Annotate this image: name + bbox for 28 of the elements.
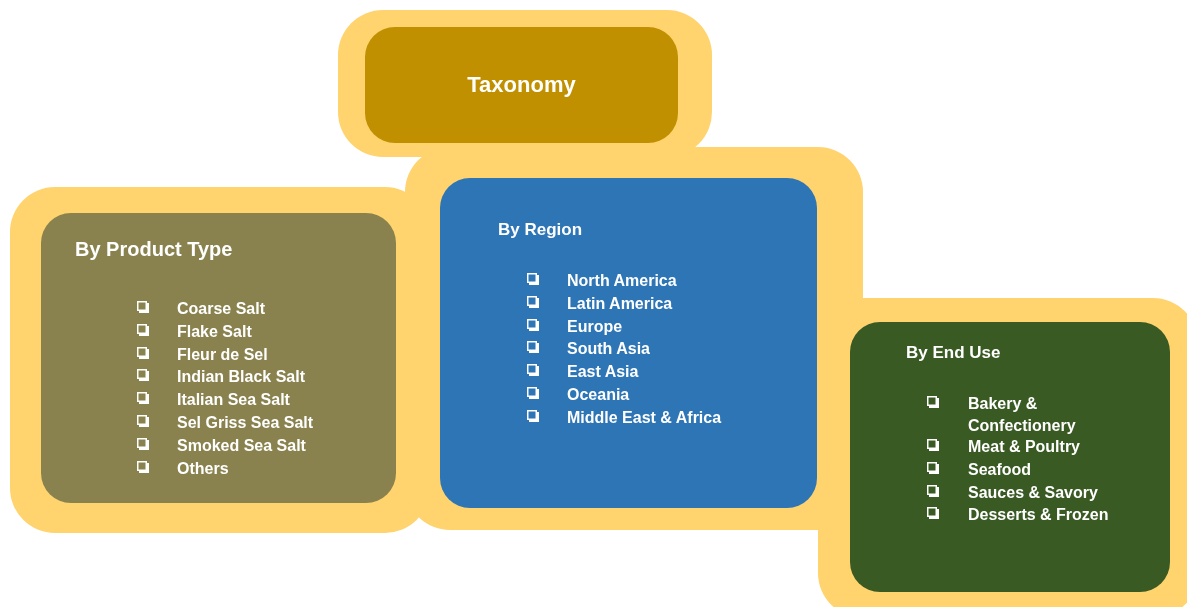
list-item: Fleur de Sel: [177, 344, 269, 365]
list-item: Coarse Salt: [177, 299, 267, 319]
list-item: Europe: [567, 316, 624, 337]
category-box: [41, 213, 396, 503]
list-item: Smoked Sea Salt: [177, 435, 307, 456]
box-heading: By Region: [498, 220, 583, 240]
list-item: Bakery & Confectionery: [968, 394, 1077, 436]
list-item: Desserts & Frozen: [968, 505, 1110, 526]
box-heading: By End Use: [906, 343, 1001, 363]
category-box: [850, 322, 1170, 592]
list-item: Middle East & Africa: [567, 407, 723, 428]
category-box: [365, 27, 678, 143]
list-item: Meat & Poultry: [968, 437, 1081, 457]
list-item: Others: [177, 458, 230, 479]
list-item: Sauces & Savory: [968, 482, 1099, 503]
list-item: South Asia: [567, 339, 651, 360]
list-item: East Asia: [567, 362, 640, 383]
list-item: North America: [567, 271, 678, 291]
list-item: Latin America: [567, 293, 674, 314]
list-item: Italian Sea Salt: [177, 390, 291, 411]
list-item: Sel Griss Sea Salt: [177, 413, 315, 433]
box-heading: By Product Type: [75, 238, 233, 261]
list-item: Flake Salt: [177, 321, 253, 342]
list-item: Oceania: [567, 385, 631, 405]
box-heading: Taxonomy: [467, 72, 576, 98]
list-item: Indian Black Salt: [177, 367, 307, 388]
category-box: [440, 178, 817, 508]
list-item: Seafood: [968, 459, 1033, 480]
